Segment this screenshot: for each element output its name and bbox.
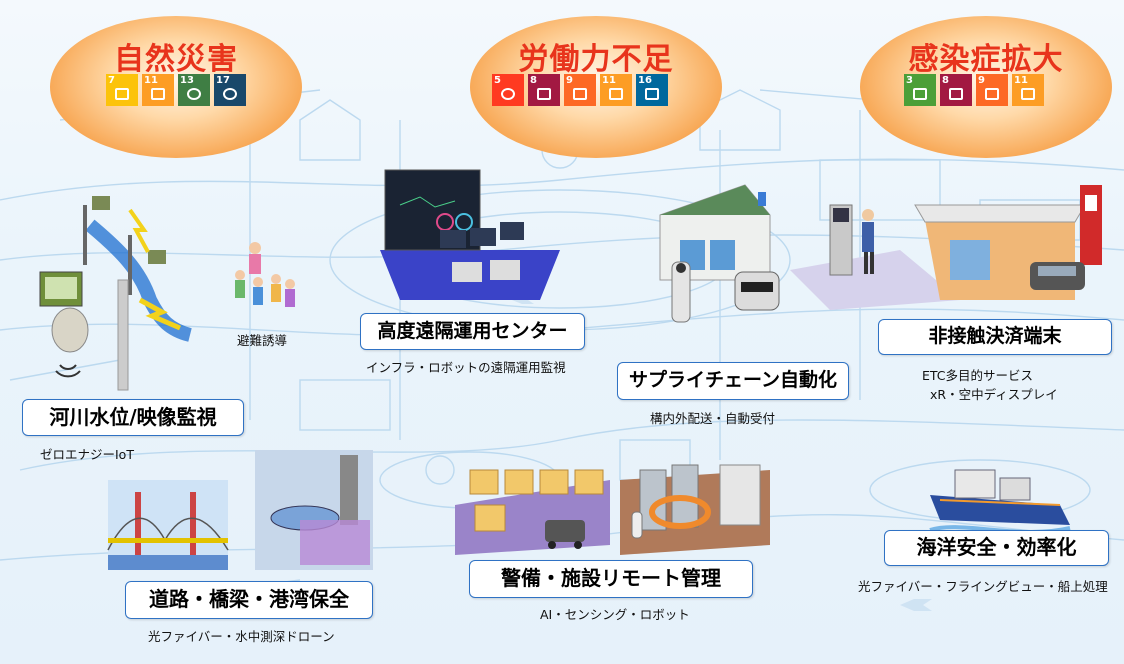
sdg-number: 8 xyxy=(530,75,537,86)
sdg-icons: 7 11 13 17 xyxy=(106,74,246,106)
theme-title: 感染症拡大 xyxy=(908,42,1064,77)
sdg-number: 9 xyxy=(566,75,573,86)
remote-center-label: 高度遠隔運用センター xyxy=(360,313,585,350)
contactless-sub-1: ETC多目的サービス xyxy=(922,368,1034,383)
sdg-8-icon: 8 xyxy=(940,74,972,106)
sdg-17-icon: 17 xyxy=(214,74,246,106)
river-monitoring-sub: ゼロエナジーIoT xyxy=(40,447,134,462)
sdg-9-icon: 9 xyxy=(976,74,1008,106)
sdg-8-icon: 8 xyxy=(528,74,560,106)
sdg-5-icon: 5 xyxy=(492,74,524,106)
road-maintenance-sub: 光ファイバー・水中測深ドローン xyxy=(148,629,335,644)
remote-operation-center-illustration xyxy=(380,169,560,300)
sdg-11-icon: 11 xyxy=(142,74,174,106)
sdg-number: 13 xyxy=(180,75,194,86)
drone-illustration xyxy=(255,450,373,570)
ship-illustration xyxy=(929,469,1071,534)
supply-chain-label: サプライチェーン自動化 xyxy=(617,362,849,400)
sdg-number: 11 xyxy=(1014,75,1028,86)
sdg-number: 11 xyxy=(602,75,616,86)
sdg-9-icon: 9 xyxy=(564,74,596,106)
contactless-sub-2: xR・空中ディスプレイ xyxy=(930,387,1058,402)
theme-natural-disaster: 自然災害 7 11 13 17 xyxy=(50,16,302,158)
theme-title: 自然災害 xyxy=(114,42,238,77)
sdg-3-icon: 3 xyxy=(904,74,936,106)
supply-chain-sub: 構内外配送・自動受付 xyxy=(650,411,776,426)
evacuation-crowd-illustration xyxy=(235,242,295,307)
sdg-number: 9 xyxy=(978,75,985,86)
sdg-11-icon: 11 xyxy=(1012,74,1044,106)
sdg-number: 3 xyxy=(906,75,913,86)
river-monitoring-illustration xyxy=(39,196,192,391)
sdg-number: 16 xyxy=(638,75,652,86)
supply-chain-illustration xyxy=(659,184,780,323)
security-label: 警備・施設リモート管理 xyxy=(469,560,753,598)
road-maintenance-label: 道路・橋梁・港湾保全 xyxy=(125,581,373,619)
remote-center-sub: インフラ・ロボットの遠隔運用監視 xyxy=(366,360,566,375)
sdg-7-icon: 7 xyxy=(106,74,138,106)
sdg-number: 7 xyxy=(108,75,115,86)
theme-infection-spread: 感染症拡大 3 8 9 11 xyxy=(860,16,1112,158)
theme-title: 労働力不足 xyxy=(518,42,674,77)
sdg-number: 5 xyxy=(494,75,501,86)
sdg-11-icon: 11 xyxy=(600,74,632,106)
bridge-illustration xyxy=(107,480,229,570)
factory-illustration xyxy=(620,464,770,555)
river-monitoring-label: 河川水位/映像監視 xyxy=(22,399,244,436)
theme-labor-shortage: 労働力不足 5 8 9 11 16 xyxy=(470,16,722,158)
sdg-icons: 3 8 9 11 xyxy=(904,74,1044,106)
sdg-number: 17 xyxy=(216,75,230,86)
warehouse-illustration xyxy=(455,469,610,555)
sdg-16-icon: 16 xyxy=(636,74,668,106)
marine-safety-label: 海洋安全・効率化 xyxy=(884,530,1109,566)
sdg-13-icon: 13 xyxy=(178,74,210,106)
sdg-icons: 5 8 9 11 16 xyxy=(492,74,668,106)
sdg-number: 11 xyxy=(144,75,158,86)
evacuation-label: 避難誘導 xyxy=(237,333,288,348)
security-sub: AI・センシング・ロボット xyxy=(540,607,690,622)
sdg-number: 8 xyxy=(942,75,949,86)
contactless-payment-illustration xyxy=(790,185,1102,310)
marine-safety-sub: 光ファイバー・フライングビュー・船上処理 xyxy=(858,579,1108,594)
contactless-payment-label: 非接触決済端末 xyxy=(878,319,1112,355)
